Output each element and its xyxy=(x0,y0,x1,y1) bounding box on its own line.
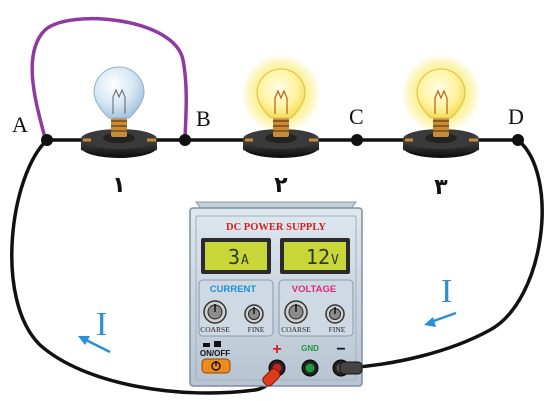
voltage-display-value: 12 xyxy=(306,245,330,269)
plus-terminal-label: + xyxy=(272,341,281,358)
wires xyxy=(10,138,544,395)
current-display: 3 A xyxy=(201,238,271,274)
current-arrow-left-icon xyxy=(78,336,111,354)
current-section-label: CURRENT xyxy=(210,284,257,295)
voltage-fine-label: FINE xyxy=(329,325,346,334)
point-label-b: B xyxy=(196,106,211,131)
current-fine-knob[interactable] xyxy=(244,304,264,324)
bulb-2 xyxy=(241,54,321,158)
current-display-value: 3 xyxy=(228,245,240,269)
voltage-section-label: VOLTAGE xyxy=(292,284,337,295)
bulb-1-number: ۱ xyxy=(112,173,125,198)
point-label-c: C xyxy=(349,104,364,129)
plus-banana-plug xyxy=(262,368,281,387)
short-circuit-wire xyxy=(30,16,188,140)
power-switch-label: ON/OFF xyxy=(200,349,230,358)
point-label-a: A xyxy=(12,112,28,137)
current-arrow-right-icon xyxy=(424,311,457,327)
wire-d-to-minus xyxy=(343,138,544,370)
wire-a-to-plus xyxy=(10,138,278,395)
current-label-right: I xyxy=(441,273,452,310)
voltage-display: 12 V xyxy=(280,238,350,274)
bulb-1 xyxy=(81,66,157,158)
current-fine-label: FINE xyxy=(248,325,265,334)
voltage-coarse-label: COARSE xyxy=(281,325,311,334)
minus-banana-plug xyxy=(339,361,363,375)
junction-c xyxy=(351,134,363,146)
gnd-terminal[interactable] xyxy=(301,359,319,377)
power-switch-indicator-icon xyxy=(203,341,221,347)
bulb-3 xyxy=(401,54,481,158)
bulb-2-number: ۲ xyxy=(274,173,288,198)
point-label-d: D xyxy=(508,104,524,129)
current-coarse-knob[interactable] xyxy=(203,300,227,324)
voltage-fine-knob[interactable] xyxy=(325,304,345,324)
junction-b xyxy=(179,134,191,146)
dc-power-supply: DC POWER SUPPLY 3 A 12 V CURRENT CO xyxy=(189,201,363,387)
current-label-left: I xyxy=(96,306,107,343)
power-supply-title: DC POWER SUPPLY xyxy=(226,222,326,233)
junction-a xyxy=(41,134,53,146)
current-coarse-label: COARSE xyxy=(200,325,230,334)
junction-d xyxy=(512,134,524,146)
power-switch-button[interactable] xyxy=(201,358,231,374)
minus-terminal-label: − xyxy=(336,341,345,358)
voltage-display-unit: V xyxy=(331,253,339,268)
current-display-unit: A xyxy=(241,253,249,268)
gnd-terminal-label: GND xyxy=(301,344,319,353)
bulb-3-number: ۳ xyxy=(434,175,448,200)
voltage-coarse-knob[interactable] xyxy=(284,300,308,324)
